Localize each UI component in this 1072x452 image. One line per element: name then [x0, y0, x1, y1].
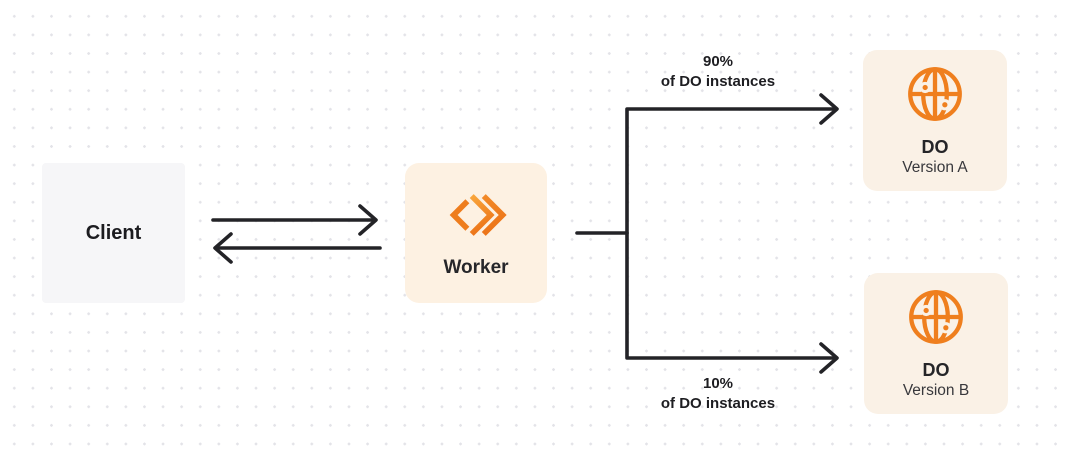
do-a-title: DO — [921, 136, 949, 157]
worker-to-client-arrowhead — [213, 232, 233, 264]
worker-label: Worker — [443, 256, 509, 278]
do-b-title: DO — [922, 359, 950, 380]
split-bottom-caption: of DO instances — [660, 395, 776, 412]
do-version-b-node: DO Version B — [864, 273, 1008, 414]
do-b-subtitle: Version B — [902, 381, 970, 399]
client-node: Client — [42, 163, 185, 303]
split-top-caption: of DO instances — [660, 73, 776, 90]
split-top-label: 90% of DO instances — [608, 52, 828, 92]
do-a-subtitle: Version A — [902, 158, 968, 176]
workers-logo-icon — [445, 188, 507, 242]
globe-icon — [906, 287, 966, 347]
do-version-a-node: DO Version A — [863, 50, 1007, 191]
split-branch-line — [625, 107, 837, 360]
split-bottom-percent: 10% — [702, 375, 734, 392]
split-top-percent: 90% — [702, 53, 734, 70]
client-label: Client — [85, 221, 142, 244]
split-bottom-label: 10% of DO instances — [608, 374, 828, 414]
globe-icon — [905, 64, 965, 124]
branch-bottom-arrowhead — [819, 342, 839, 374]
worker-node: Worker — [405, 163, 547, 303]
branch-top-arrowhead — [819, 93, 839, 125]
client-to-worker-arrowhead — [358, 204, 378, 236]
